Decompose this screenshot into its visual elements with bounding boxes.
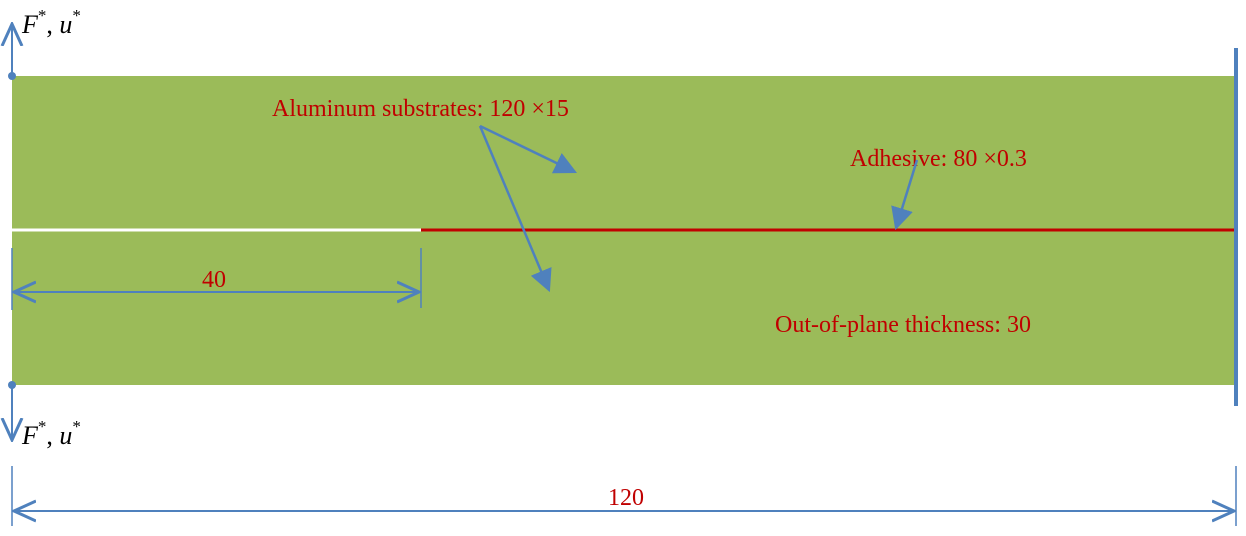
total-length-label: 120 — [608, 485, 644, 511]
adhesive-leader — [891, 159, 919, 231]
top-force-label: F*, u* — [21, 6, 81, 39]
crack-length-label: 40 — [202, 267, 226, 293]
bottom-load-point — [8, 381, 16, 389]
thickness-label: Out-of-plane thickness: 30 — [775, 312, 1031, 338]
top-load-point — [8, 72, 16, 80]
substrates-label: Aluminum substrates: 120 ×15 — [272, 96, 569, 122]
substrate-leader-upper — [479, 124, 578, 174]
bottom-force-label: F*, u* — [21, 417, 81, 450]
substrate-leader-lower — [478, 125, 552, 293]
adhesive-label: Adhesive: 80 ×0.3 — [850, 146, 1027, 172]
